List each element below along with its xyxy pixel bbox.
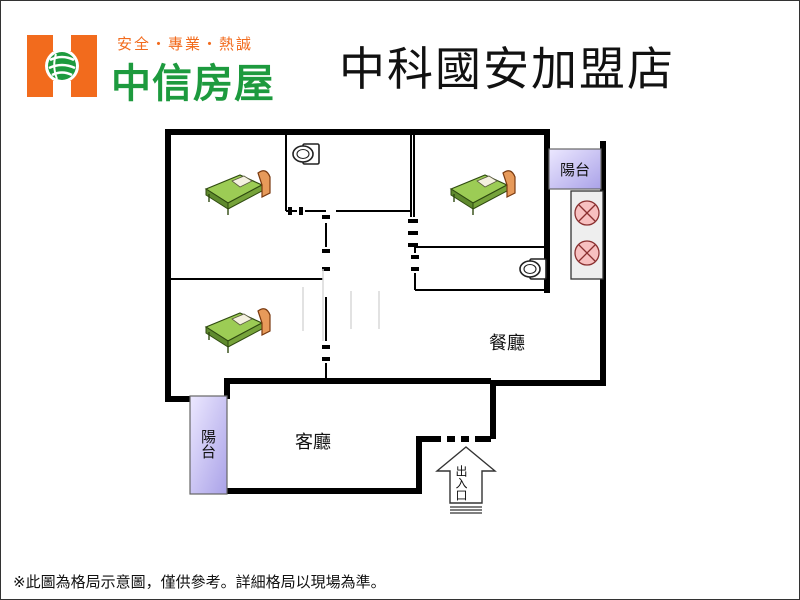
balcony-left-label: 陽台	[199, 429, 217, 459]
toilet-icon	[519, 258, 547, 280]
watermark-lines	[302, 269, 380, 341]
balcony-right-label: 陽台	[560, 161, 590, 179]
bed-icon	[450, 170, 516, 216]
stove-icon	[570, 190, 604, 280]
logo-emblem-icon	[27, 35, 97, 97]
living-room-label: 客廳	[295, 432, 331, 453]
toilet-icon	[292, 143, 320, 165]
interior-walls	[171, 132, 547, 379]
floorplan-diagram: 陽台 陽台 餐廳 客廳 出入口	[165, 129, 606, 514]
entrance-arrow-icon: 出入口	[435, 446, 497, 514]
logo-company-name: 中信房屋	[111, 61, 275, 107]
exterior-walls	[165, 129, 606, 494]
bed-icon	[205, 308, 271, 354]
disclaimer-note: ※此圖為格局示意圖，僅供參考。詳細格局以現場為準。	[13, 573, 386, 591]
door-jambs	[288, 207, 419, 361]
dining-room-label: 餐廳	[489, 333, 525, 354]
entrance-label: 出入口	[454, 465, 468, 501]
balcony-right: 陽台	[548, 148, 602, 190]
bed-icon	[205, 170, 271, 216]
store-title: 中科國安加盟店	[339, 42, 675, 96]
logo-slogan: 安全・專業・熱誠	[117, 35, 254, 53]
balcony-left: 陽台	[189, 395, 228, 495]
company-logo: 安全・專業・熱誠 中信房屋	[25, 31, 325, 107]
